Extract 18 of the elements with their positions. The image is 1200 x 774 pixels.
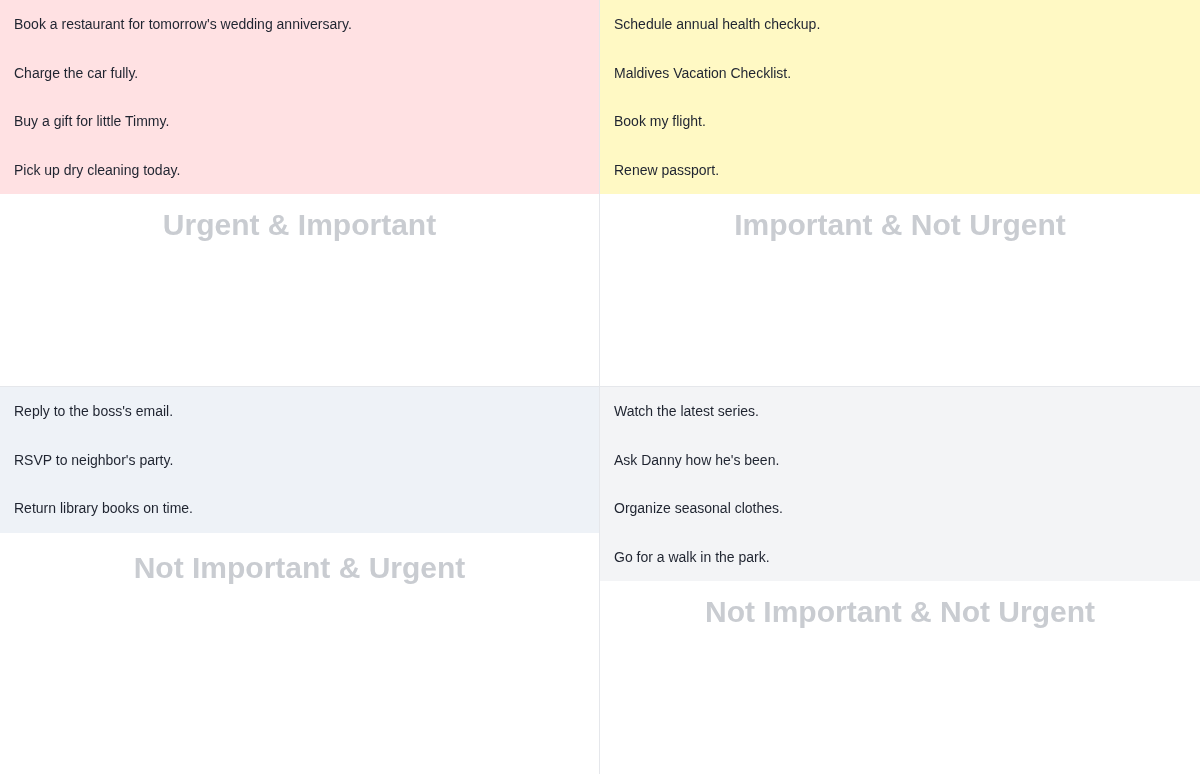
task-item: Renew passport.	[614, 161, 720, 178]
task-item: Book a restaurant for tomorrow's wedding anniversary.	[14, 16, 352, 33]
task-item: Watch the latest series.	[614, 403, 759, 420]
task-item: Book my flight.	[614, 113, 706, 130]
task-item: Reply to the boss's email.	[14, 403, 174, 420]
task-item: RSVP to neighbor's party.	[14, 451, 174, 468]
task-item: Charge the car fully.	[14, 64, 139, 81]
matrix-quadrant	[0, 0, 600, 387]
task-item: Buy a gift for little Timmy.	[14, 113, 170, 130]
task-item: Schedule annual health checkup.	[614, 16, 821, 33]
task-item: Go for a walk in the park.	[614, 548, 770, 565]
task-item: Maldives Vacation Checklist.	[614, 64, 792, 81]
task-item: Pick up dry cleaning today.	[14, 161, 181, 178]
task-item: Ask Danny how he's been.	[614, 451, 780, 468]
task-item: Organize seasonal clothes.	[614, 500, 783, 517]
matrix-quadrant	[600, 0, 1200, 387]
task-item: Return library books on time.	[14, 500, 193, 517]
matrix-quadrant	[0, 387, 600, 774]
